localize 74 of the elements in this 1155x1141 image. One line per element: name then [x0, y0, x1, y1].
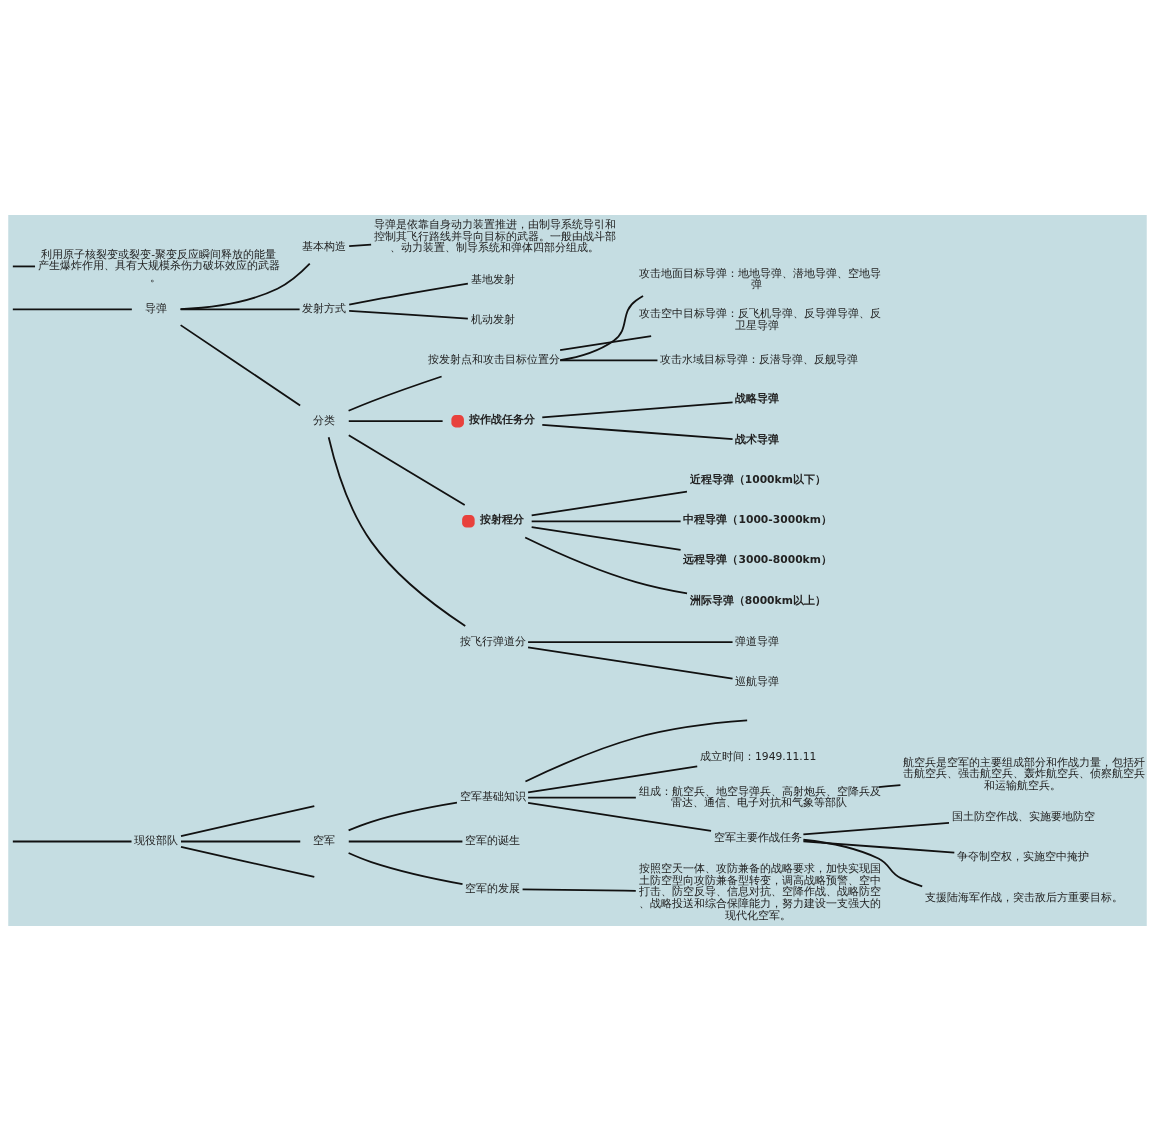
node-text: 空军主要作战任务 — [713, 830, 802, 844]
node-text: 攻击地面目标导弹：地地导弹、潜地导弹、空地导弹 — [638, 266, 881, 292]
connector — [802, 840, 956, 854]
node-text: 现役部队 — [134, 834, 179, 848]
node-text: 攻击水域目标导弹：反潜导弹、反舰导弹 — [660, 353, 859, 367]
connector — [524, 719, 749, 783]
connector — [348, 310, 469, 320]
node-label: 按射程分 — [480, 513, 525, 527]
connector — [348, 282, 469, 306]
node-text: 按发射点和攻击目标位置分 — [427, 353, 560, 367]
connector — [180, 845, 316, 878]
connector — [527, 646, 734, 680]
node-text: 争夺制空权，实施空中掩护 — [957, 850, 1090, 864]
connector — [530, 490, 688, 517]
node-text: 攻击空中目标导弹：反飞机导弹、反导弹导弹、反卫星导弹 — [638, 307, 881, 332]
connector — [347, 375, 443, 412]
connector — [802, 822, 950, 836]
node-label: 按作战任务分 — [469, 413, 536, 427]
connector — [347, 852, 464, 885]
node-text: 弹道导弹 — [735, 634, 780, 648]
node-text: 国土防空作战、实施要地防空 — [951, 810, 1095, 824]
connector — [541, 401, 734, 419]
node-text: 空军基础知识 — [459, 790, 526, 804]
connector — [11, 840, 133, 843]
node-text: 导弹 — [145, 302, 168, 316]
node-text: 空军的诞生 — [465, 834, 521, 848]
connector — [347, 434, 466, 506]
node-text: 基地发射 — [470, 272, 515, 286]
connector — [530, 526, 682, 551]
node-text: 基本构造 — [302, 240, 347, 254]
connector — [530, 520, 682, 523]
node-text: 利用原子核裂变或裂变-聚变反应瞬间释放的能量产生爆炸作用、具有大规模杀伤力破坏效应的武器。 — [37, 247, 280, 284]
connector — [11, 265, 36, 268]
connector — [179, 262, 311, 311]
node-text: 按照空天一体、攻防兼备的战略要求，加快实现国土防空型向攻防兼备型转变，调高战略预警、空中打击、防空反导、信息对抗、空降作战、战略防空、战略投送和综合保障能力，努力建设一支强大的现代化空军。 — [638, 861, 881, 922]
node-text: 远程导弹（3000-8000km） — [683, 553, 832, 567]
connector — [527, 641, 734, 643]
connector — [559, 359, 659, 362]
connector — [327, 436, 467, 627]
node-text: 机动发射 — [470, 312, 515, 326]
node-text: 巡航导弹 — [735, 675, 780, 689]
node-text: 支援陆海军作战，突击敌后方重要目标。 — [924, 890, 1123, 904]
connector — [180, 840, 302, 843]
node-text: 航空兵是空军的主要组成部分和作战力量，包括歼击航空兵、强击航空兵、轰炸航空兵、侦察航空兵和运输航空兵。 — [903, 755, 1146, 792]
node-text: 空军 — [313, 834, 336, 848]
connector — [348, 243, 372, 247]
node-text: 成立时间：1949.11.11 — [700, 750, 817, 764]
node-text: 空军的发展 — [465, 881, 521, 895]
connector — [521, 888, 637, 892]
node-text: 洲际导弹（8000km以上） — [689, 593, 826, 607]
connector — [347, 801, 458, 832]
connector — [541, 423, 734, 440]
connector — [802, 838, 924, 888]
connector — [559, 335, 653, 352]
connector — [347, 840, 464, 843]
node-text: 中程导弹（1000-3000km） — [683, 513, 832, 527]
node-text: 按飞行弹道分 — [459, 634, 526, 648]
connector — [180, 805, 316, 837]
connector — [524, 536, 688, 595]
connector — [527, 802, 712, 832]
node-text: 导弹是依靠自身动力装置推进，由制导系统导引和控制其飞行路线并导向目标的武器。一般由战斗部、动力装置、制导系统和弹体四部分组成。 — [374, 218, 617, 255]
node-text: 近程导弹（1000km以下） — [689, 472, 826, 486]
node-text: 发射方式 — [302, 302, 347, 316]
node-text: 战略导弹 — [735, 392, 780, 406]
connector — [179, 308, 301, 311]
connector — [11, 308, 133, 311]
connector — [179, 324, 302, 407]
node-text: 组成：航空兵、地空导弹兵、高射炮兵、空降兵及雷达、通信、电子对抗和气象等部队 — [638, 784, 881, 810]
connector — [527, 796, 637, 799]
connector — [347, 420, 444, 423]
connector — [527, 765, 699, 794]
node-text: 战术导弹 — [735, 432, 780, 446]
connector — [877, 784, 902, 788]
node-text: 分类 — [313, 413, 336, 427]
